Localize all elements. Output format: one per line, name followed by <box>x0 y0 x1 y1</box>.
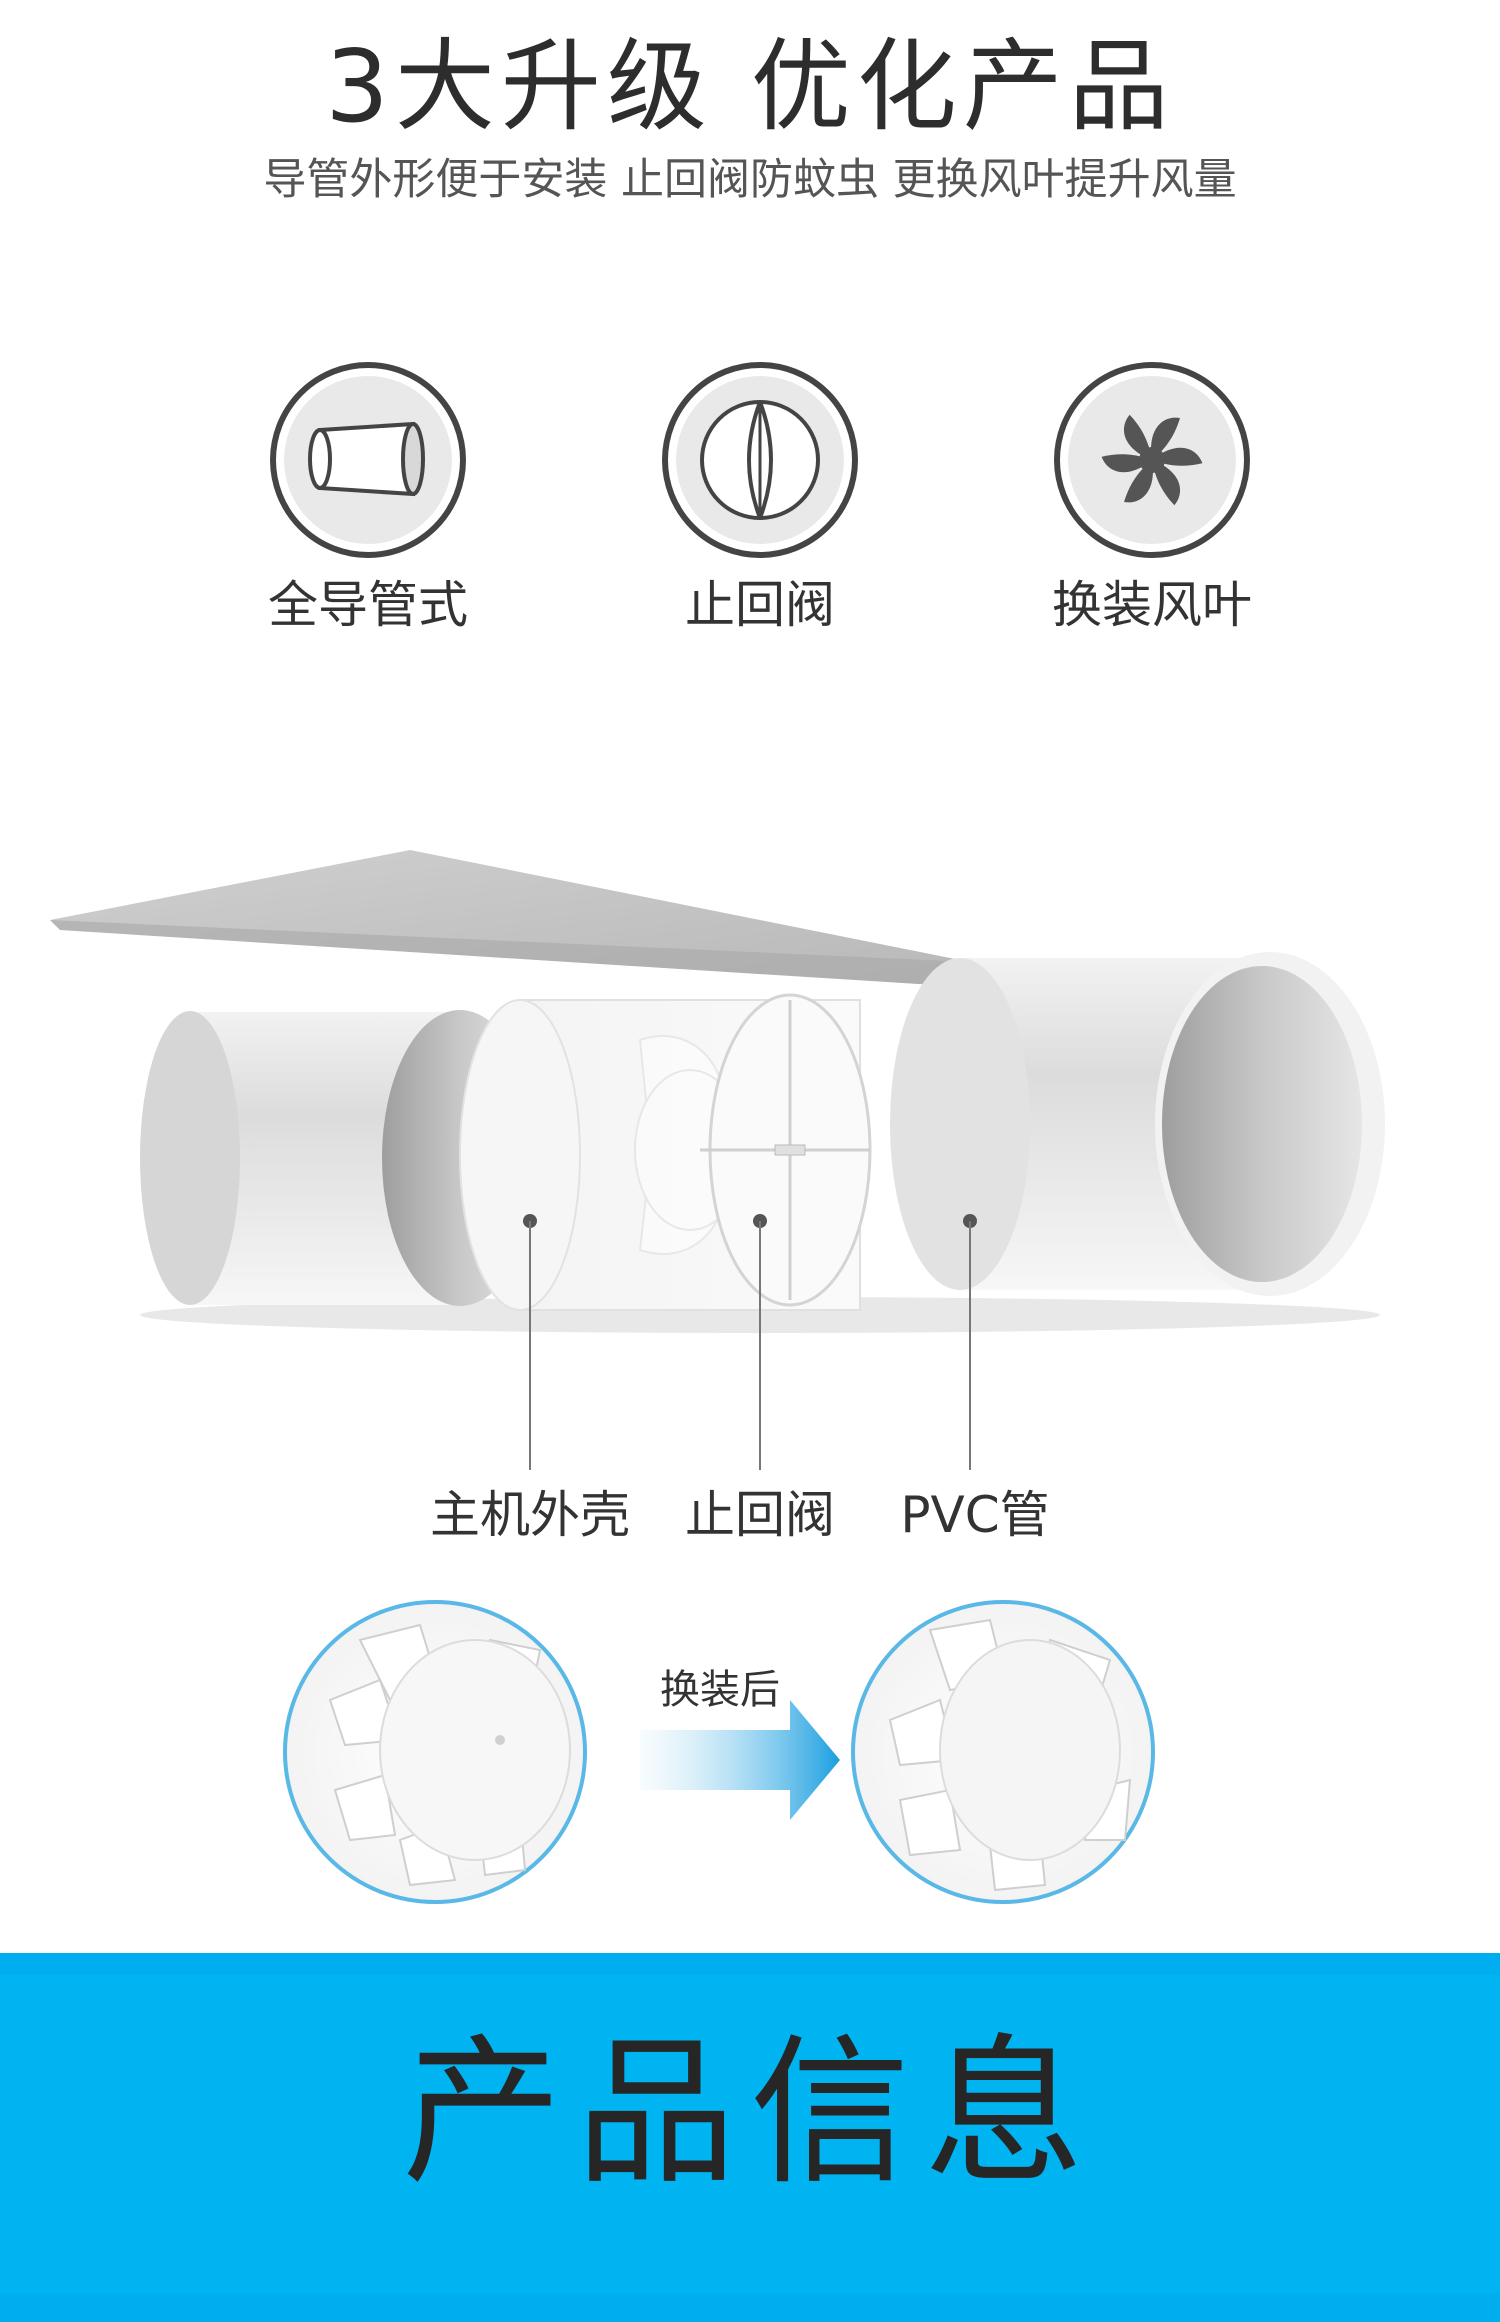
feature-label-valve: 止回阀 <box>685 576 835 634</box>
fan-blade-icon <box>1054 362 1250 558</box>
after-replacement-label: 换装后 <box>660 1667 780 1713</box>
product-info-title: 产品信息 <box>401 2019 1098 2206</box>
callout-housing: 主机外壳 <box>430 1486 630 1544</box>
callout-check-valve: 止回阀 <box>685 1486 835 1544</box>
pipe-assembly-illustration <box>50 850 1385 1470</box>
pipe-icon <box>270 362 466 558</box>
check-valve-icon <box>662 362 858 558</box>
product-info-banner: 产品信息 <box>0 1953 1500 2322</box>
arrow-right-icon <box>640 1700 840 1820</box>
page-subtitle: 导管外形便于安装 止回阀防蚊虫 更换风叶提升风量 <box>263 155 1237 205</box>
feature-label-fan: 换装风叶 <box>1052 576 1252 634</box>
feature-label-pipe: 全导管式 <box>268 576 468 634</box>
product-info-banner-inner <box>0 1975 1500 2293</box>
new-fan-icon <box>851 1600 1155 1904</box>
old-fan-icon <box>283 1600 587 1904</box>
fan-comparison <box>283 1600 1155 1904</box>
page-title: 3大升级 优化产品 <box>325 28 1175 145</box>
callout-pvc-pipe: PVC管 <box>900 1486 1050 1544</box>
